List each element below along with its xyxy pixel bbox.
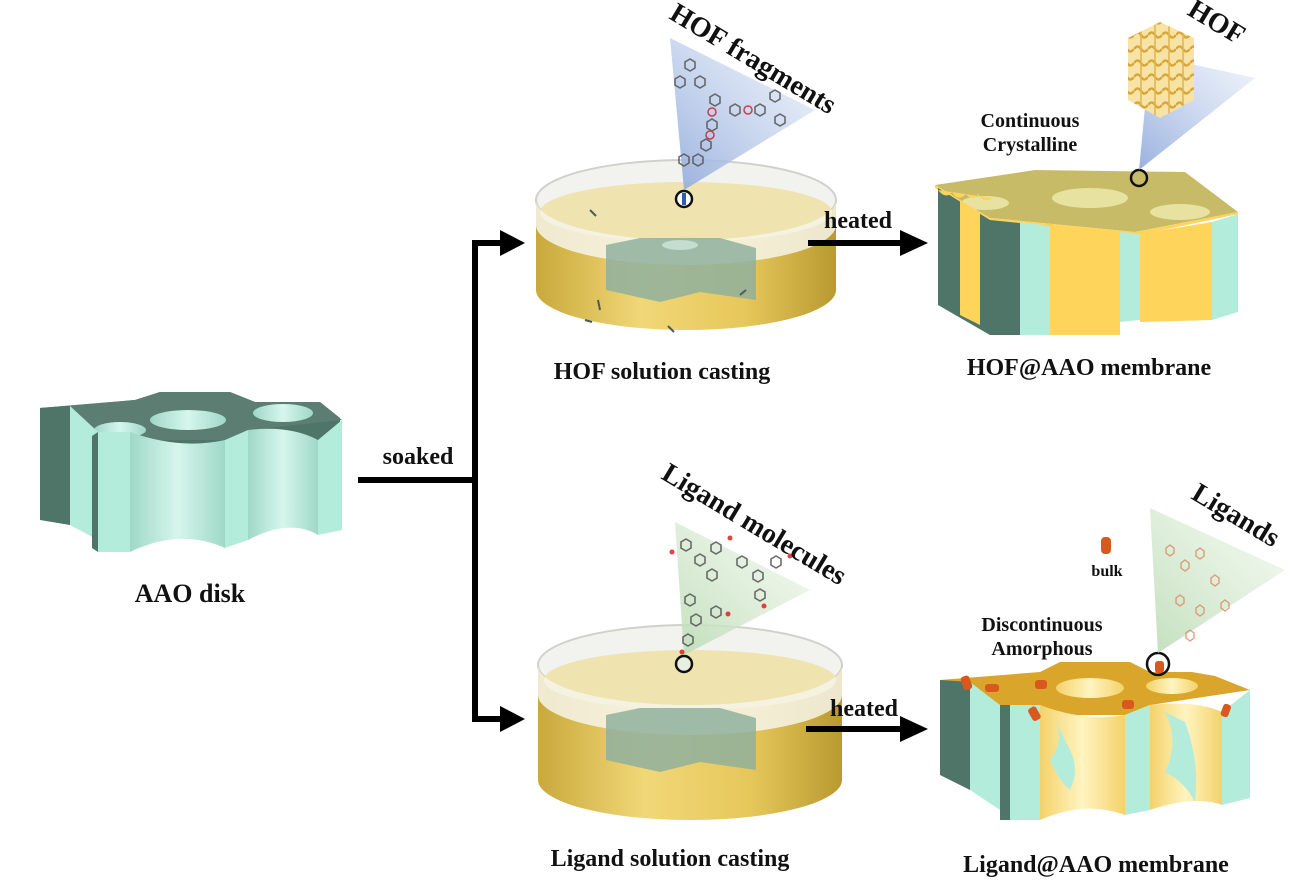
heated-arrowhead-top-icon (900, 230, 928, 256)
arrowhead-bottom-icon (500, 706, 525, 732)
aao-disk-illustration (40, 392, 342, 552)
ligand-aao-membrane-illustration (940, 651, 1250, 820)
ligand-molecule-orange (1165, 544, 1230, 642)
continuous-label: Continuous (981, 110, 1080, 132)
ligand-molecule (669, 535, 793, 655)
discontinuous-label: Discontinuous (981, 614, 1102, 636)
ligands-callout (1150, 508, 1285, 653)
amorphous-label: Amorphous (991, 638, 1092, 660)
heated-label-top: heated (824, 208, 893, 234)
hof-fragment-molecule (674, 58, 786, 167)
crystalline-label: Crystalline (983, 134, 1078, 156)
aao-disk-label: AAO disk (135, 579, 246, 608)
heated-label-bottom: heated (830, 696, 899, 722)
soaked-branch-arrow (358, 240, 505, 722)
ligand-molecules-callout (675, 522, 810, 655)
bulk-label: bulk (1091, 563, 1122, 580)
ligand-solution-dish (537, 624, 843, 820)
arrowhead-top-icon (500, 230, 525, 256)
ligand-aao-membrane-label: Ligand@AAO membrane (963, 852, 1229, 878)
hof-aao-membrane-label: HOF@AAO membrane (967, 355, 1212, 381)
soaked-label: soaked (383, 444, 454, 470)
hof-solution-casting-label: HOF solution casting (554, 359, 770, 385)
bulk-icon (1101, 537, 1111, 554)
hof-aao-membrane-illustration (935, 168, 1238, 335)
ligand-solution-casting-label: Ligand solution casting (551, 846, 790, 872)
hof-crystal-cube (1128, 22, 1194, 118)
hof-fragments-callout (670, 38, 815, 190)
heated-arrowhead-bottom-icon (900, 716, 928, 742)
hof-solution-dish (535, 159, 837, 333)
